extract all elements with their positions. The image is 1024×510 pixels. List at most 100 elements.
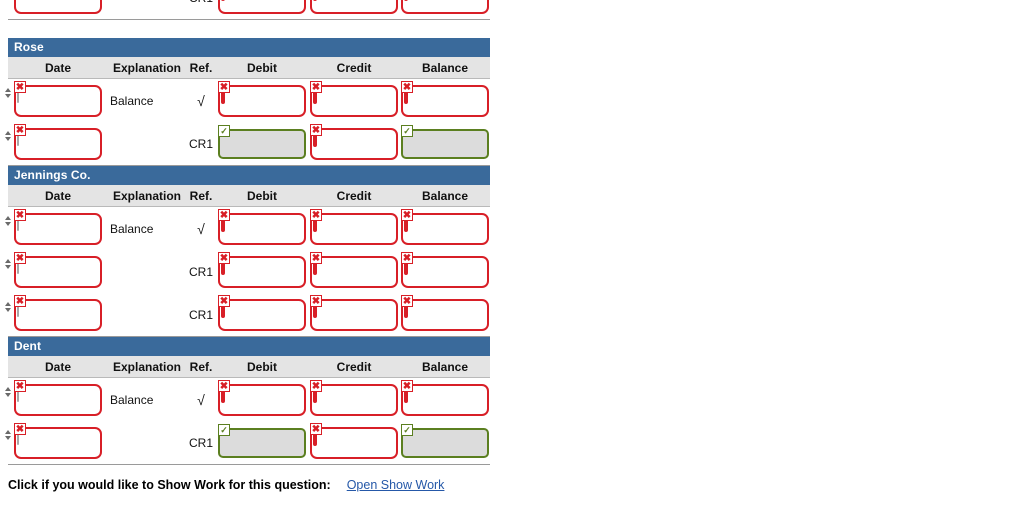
cell-ref-text: √	[197, 391, 205, 408]
column-header-ref: Ref.	[186, 57, 216, 79]
select-spinner-icon[interactable]	[4, 87, 11, 102]
debit-input[interactable]: ✖	[218, 0, 306, 14]
column-header-balance: Balance	[400, 185, 490, 207]
credit-input-field[interactable]	[313, 299, 317, 318]
credit-input-field[interactable]	[313, 256, 317, 275]
date-select[interactable]	[4, 129, 19, 146]
debit-input[interactable]: ✓	[218, 124, 306, 159]
balance-input-field[interactable]	[404, 213, 408, 232]
debit-input-field[interactable]	[221, 85, 225, 104]
credit-input[interactable]: ✖	[310, 80, 398, 117]
table-row: ✖CR1✓✖✓	[4, 122, 490, 166]
date-select-wrapper[interactable]: ✖	[4, 208, 102, 245]
credit-input[interactable]: ✖	[310, 0, 398, 14]
balance-input[interactable]: ✓	[401, 124, 489, 159]
column-header-credit: Credit	[308, 57, 400, 79]
debit-input-field[interactable]	[221, 256, 225, 275]
debit-input-field[interactable]	[221, 384, 225, 403]
select-spinner-icon[interactable]	[4, 258, 11, 273]
credit-input-field[interactable]	[313, 213, 317, 232]
cell-debit: ✖	[216, 79, 308, 123]
cell-ref-text: CR1	[188, 136, 213, 151]
balance-input[interactable]: ✖	[401, 208, 489, 245]
credit-input-field[interactable]	[313, 128, 317, 147]
cell-ref-text: CR1	[189, 0, 213, 5]
credit-input[interactable]: ✖	[310, 123, 398, 160]
select-spinner-icon[interactable]	[4, 429, 11, 444]
debit-input-field[interactable]	[221, 299, 225, 318]
cell-date: ✖	[4, 421, 108, 465]
balance-input[interactable]: ✓	[401, 423, 489, 458]
select-spinner-icon[interactable]	[4, 386, 11, 401]
balance-input-field[interactable]	[404, 256, 408, 275]
credit-input-field[interactable]	[313, 85, 317, 104]
cell-debit: ✖	[216, 250, 308, 293]
debit-input[interactable]: ✖	[218, 379, 306, 416]
date-select-wrapper[interactable]: ✖	[4, 379, 102, 416]
credit-input[interactable]: ✖	[310, 208, 398, 245]
open-show-work-link[interactable]: Open Show Work	[346, 478, 445, 492]
date-select-wrapper[interactable]: ✖	[4, 294, 102, 331]
cell-credit: ✖	[308, 122, 400, 166]
credit-input[interactable]: ✖	[310, 251, 398, 288]
balance-input[interactable]: ✖	[401, 0, 489, 14]
ledger-title: Dent	[8, 337, 490, 356]
date-select-wrapper[interactable]: ✖	[4, 123, 102, 160]
credit-input-field[interactable]	[313, 0, 317, 1]
date-select-wrapper[interactable]: ✖	[14, 0, 102, 14]
date-select[interactable]	[4, 428, 19, 445]
credit-input[interactable]: ✖	[310, 379, 398, 416]
credit-input[interactable]: ✖	[310, 422, 398, 459]
ledger-title: Jennings Co.	[8, 166, 490, 185]
credit-input-field[interactable]	[313, 384, 317, 403]
debit-input[interactable]: ✖	[218, 80, 306, 117]
select-spinner-icon[interactable]	[4, 301, 11, 316]
select-spinner-icon[interactable]	[4, 215, 11, 230]
column-header-explanation: Explanation	[108, 356, 186, 378]
date-select[interactable]	[4, 214, 19, 231]
cell-explanation-text: Balance	[110, 93, 154, 108]
select-spinner-icon[interactable]	[4, 130, 11, 145]
balance-input-field[interactable]	[404, 0, 408, 1]
debit-input[interactable]: ✓	[218, 423, 306, 458]
date-select[interactable]	[4, 385, 19, 402]
incorrect-x-icon: ✖	[401, 208, 413, 221]
cell-date: ✖	[4, 207, 108, 251]
date-select-wrapper[interactable]: ✖	[4, 80, 102, 117]
balance-input[interactable]: ✖	[401, 80, 489, 117]
incorrect-x-icon: ✖	[401, 379, 413, 392]
cell-explanation	[108, 250, 186, 293]
date-select-wrapper[interactable]: ✖	[4, 422, 102, 459]
debit-input-field[interactable]	[221, 213, 225, 232]
date-select-wrapper[interactable]: ✖	[4, 251, 102, 288]
balance-input-field[interactable]	[404, 85, 408, 104]
cell-ref-text: √	[197, 92, 205, 109]
credit-input-field[interactable]	[313, 427, 317, 446]
date-select[interactable]	[4, 257, 19, 274]
cell-explanation	[108, 122, 186, 166]
cell-debit: ✓	[216, 122, 308, 166]
balance-input[interactable]: ✖	[401, 294, 489, 331]
balance-input[interactable]: ✖	[401, 379, 489, 416]
cell-debit: ✖	[216, 0, 308, 20]
cell-balance: ✓	[400, 421, 490, 465]
debit-input[interactable]: ✖	[218, 294, 306, 331]
table-row: ✖CR1✖✖✖	[4, 293, 490, 337]
debit-input[interactable]: ✖	[218, 251, 306, 288]
credit-input[interactable]: ✖	[310, 294, 398, 331]
debit-input[interactable]: ✖	[218, 208, 306, 245]
date-select[interactable]	[4, 86, 19, 103]
cell-ref: CR1	[186, 122, 216, 166]
cell-credit: ✖	[308, 293, 400, 337]
cell-explanation: Balance	[108, 79, 186, 123]
debit-input-field[interactable]	[221, 0, 225, 1]
balance-input[interactable]: ✖	[401, 251, 489, 288]
cell-ref: CR1	[186, 293, 216, 337]
table-row: ✖CR1✓✖✓	[4, 421, 490, 465]
date-select[interactable]	[4, 300, 19, 317]
balance-input-field[interactable]	[404, 299, 408, 318]
incorrect-x-icon: ✖	[14, 80, 26, 93]
balance-input-field[interactable]	[404, 384, 408, 403]
